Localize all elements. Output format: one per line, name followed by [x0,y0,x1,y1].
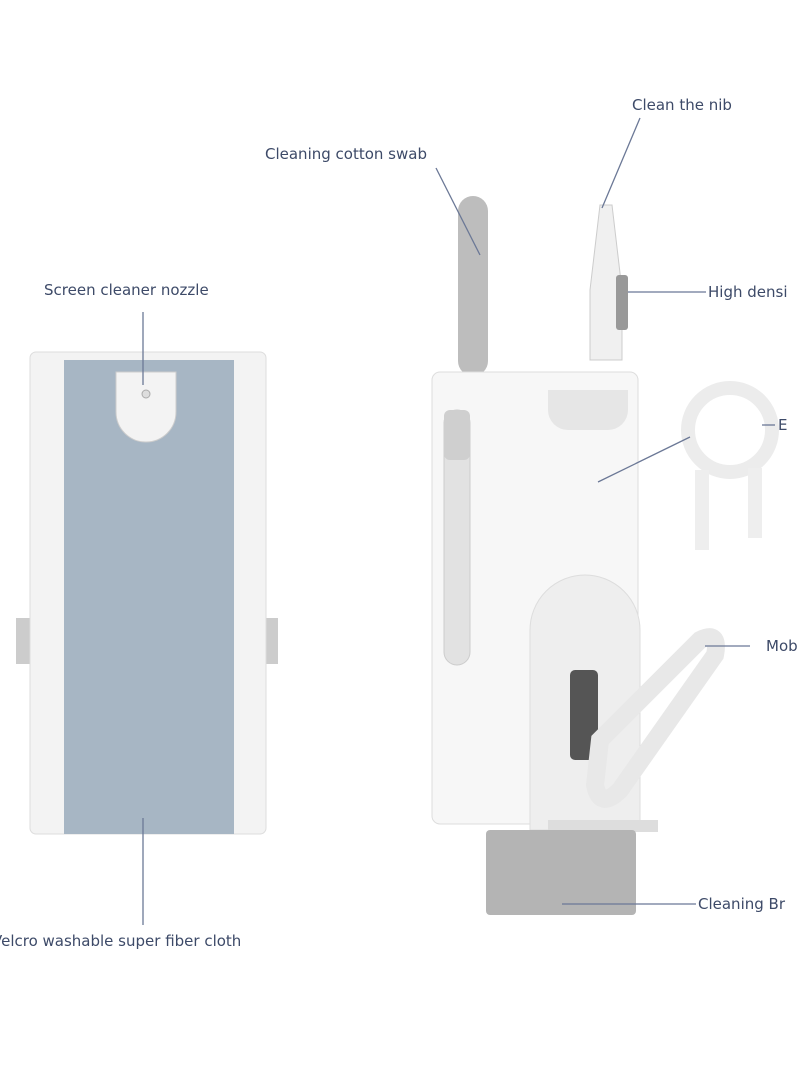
label-clean-nib: Clean the nib [632,96,732,114]
label-nozzle: Screen cleaner nozzle [44,281,209,299]
cleaning-kit-body [431,196,779,915]
nozzle [115,371,177,443]
label-cloth: Velcro washable super fiber cloth [0,932,242,950]
e-tool-ring [681,381,779,479]
cotton-swab [458,196,488,376]
label-mobile: Mob [766,637,798,655]
spray-cleaner-body [16,351,278,835]
label-high-density: High densi [708,283,788,301]
brush-bristles [486,830,636,915]
leader-lines [142,117,775,925]
label-brush: Cleaning Br [698,895,785,913]
label-cotton-swab: Cleaning cotton swab [265,145,427,163]
label-e-tool: E [778,416,788,434]
